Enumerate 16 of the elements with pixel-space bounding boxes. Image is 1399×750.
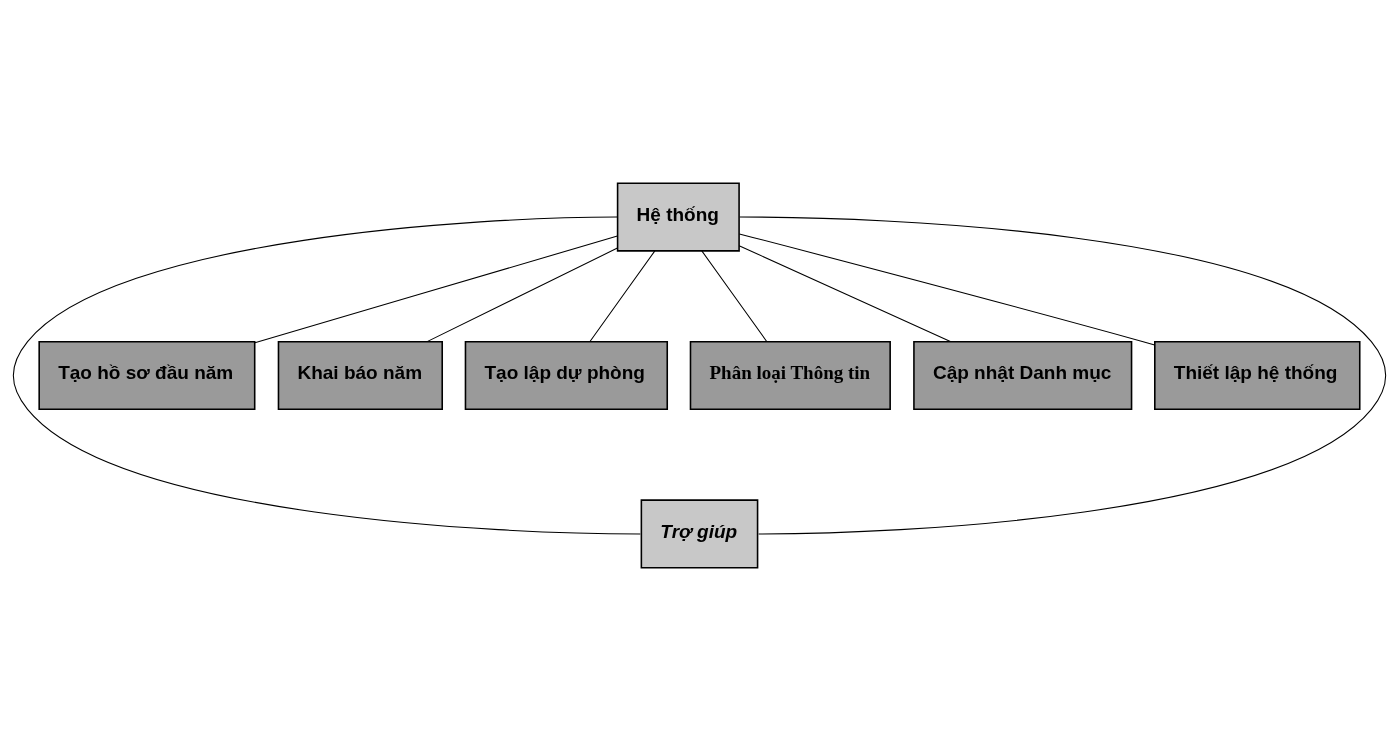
connector <box>738 244 951 342</box>
node-box: Khai báo năm <box>277 340 443 410</box>
connector <box>12 216 641 534</box>
node-box: Trợ giúp <box>640 498 759 569</box>
node-box: Hệ thống <box>616 181 740 252</box>
connector <box>738 232 1156 345</box>
node-box: Phân loại Thông tin <box>689 340 891 410</box>
node-box: Thiết lập hệ thống <box>1154 340 1361 410</box>
connector <box>739 216 1387 534</box>
connector <box>426 247 618 342</box>
node-box: Tạo lập dự phòng <box>464 340 669 410</box>
node-box: Tạo hồ sơ đầu năm <box>38 340 256 410</box>
connector <box>701 249 768 342</box>
node-box: Cập nhật Danh mục <box>913 340 1133 410</box>
connector <box>589 249 656 342</box>
connector <box>254 235 618 343</box>
